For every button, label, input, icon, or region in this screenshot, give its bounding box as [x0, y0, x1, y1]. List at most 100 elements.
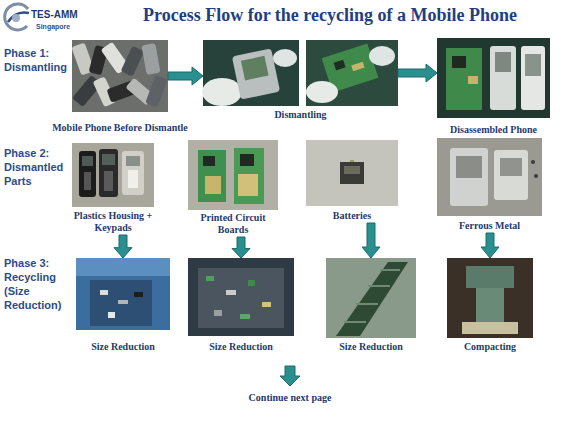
- photo-caption: Batteries: [333, 210, 371, 222]
- phone-pile-photo: [71, 40, 168, 112]
- conveyor-photo: [380, 269, 400, 271]
- ferrous-metal-photo: [500, 158, 522, 176]
- dismantling-photo: [241, 56, 269, 81]
- shredder-photo: [90, 280, 152, 326]
- photo-box: Size Reduction: [326, 258, 416, 338]
- conveyor-photo: [248, 280, 255, 286]
- conveyor-photo: [326, 258, 416, 338]
- photo-caption: Size Reduction: [209, 341, 273, 353]
- ferrous-metal-photo: [534, 174, 538, 178]
- flow-arrow: [398, 64, 437, 82]
- pcb-photo: [188, 140, 278, 210]
- shredder-photo: [100, 290, 108, 295]
- photo-caption: Mobile Phone Before Dismantle: [52, 122, 188, 134]
- disassembled-phone-photo: [446, 48, 482, 110]
- continue-note: Continue next page: [249, 391, 332, 404]
- continue-arrow: [280, 366, 300, 386]
- ferrous-metal-photo: [456, 156, 482, 178]
- plastics-photo: [82, 156, 93, 166]
- diagram-title: Process Flow for the recycling of a Mobi…: [143, 5, 517, 26]
- photo-box: Size Reduction: [76, 258, 170, 330]
- dismantling-photo: [369, 46, 395, 66]
- dismantling-photo: [306, 40, 398, 106]
- pcb-photo: [238, 174, 258, 196]
- shredder-photo: [76, 258, 170, 276]
- pcb-photo: [240, 154, 254, 166]
- conveyor-photo: [368, 285, 390, 287]
- plastics-photo: [128, 170, 138, 188]
- conveyor-photo: [214, 310, 222, 316]
- plastics-photo: [72, 143, 154, 207]
- photo-box: Batteries: [306, 140, 398, 206]
- shredder-photo: [134, 292, 143, 297]
- photo-box: Printed Circuit Boards: [188, 140, 278, 210]
- photo-caption: Size Reduction: [339, 341, 403, 353]
- photo-box: Size Reduction: [188, 258, 294, 336]
- phase-label: Phase 3: Recycling (Size Reduction): [4, 256, 72, 312]
- plastics-photo: [99, 149, 118, 197]
- flow-arrow: [362, 223, 380, 258]
- plastics-photo: [72, 143, 154, 207]
- compactor-photo: [447, 258, 533, 338]
- conveyor-photo: [188, 258, 294, 336]
- conveyor-photo: [336, 262, 408, 336]
- shredder-photo: [76, 258, 170, 330]
- conveyor-photo: [188, 258, 294, 336]
- company-logo: [5, 4, 29, 30]
- conveyor-photo: [198, 268, 284, 328]
- conveyor-photo: [344, 321, 366, 323]
- photo-box: Compacting: [447, 258, 533, 338]
- photo-caption: Printed Circuit Boards: [190, 212, 276, 236]
- ferrous-metal-photo: [437, 138, 542, 216]
- conveyor-photo: [206, 276, 214, 281]
- plastics-photo: [102, 154, 115, 165]
- conveyor-photo: [326, 258, 416, 338]
- battery-photo: [340, 162, 364, 184]
- ferrous-metal-photo: [437, 138, 542, 216]
- conveyor-photo: [262, 302, 271, 307]
- compactor-photo: [462, 322, 518, 334]
- logo-country: Singapore: [36, 22, 70, 31]
- pcb-photo: [234, 148, 264, 204]
- dismantling-photo: [273, 49, 297, 67]
- flow-arrow: [481, 233, 499, 258]
- dismantling-photo: [334, 60, 346, 71]
- conveyor-photo: [226, 290, 236, 295]
- pcb-photo: [203, 156, 215, 166]
- shredder-photo: [108, 312, 115, 318]
- phone-pile-photo: [145, 75, 167, 108]
- flow-arrow: [168, 67, 203, 85]
- plastics-photo: [104, 171, 113, 191]
- compactor-photo: [466, 266, 514, 288]
- ferrous-metal-photo: [494, 150, 528, 200]
- logo-name: TES-AMM: [31, 8, 78, 21]
- pcb-photo: [198, 150, 226, 202]
- photo-box: Plastics Housing + Keypads: [72, 143, 154, 207]
- battery-photo: [306, 140, 398, 206]
- disassembled-phone-photo: [437, 38, 550, 118]
- dismantling-photo: [202, 78, 242, 106]
- compactor-photo: [447, 258, 533, 338]
- dismantling-photo: [202, 40, 299, 106]
- photo-box: Ferrous Metal: [437, 138, 542, 216]
- disassembled-phone-photo: [452, 56, 466, 68]
- phone-pile-photo: [142, 43, 161, 75]
- disassembled-phone-photo: [437, 38, 550, 118]
- phase-label: Phase 2: Dismantled Parts: [4, 146, 70, 188]
- shredder-photo: [118, 300, 128, 304]
- disassembled-phone-photo: [525, 54, 541, 76]
- battery-photo: [306, 140, 398, 206]
- photo-caption: Size Reduction: [91, 341, 155, 353]
- dismantling-photo: [232, 48, 280, 99]
- phone-pile-photo: [72, 40, 168, 112]
- photo-caption: Plastics Housing + Keypads: [61, 210, 165, 234]
- shredder-photo: [76, 258, 170, 330]
- dismantling-photo: [203, 40, 299, 106]
- battery-photo: [350, 160, 354, 162]
- dismantling-photo: [351, 62, 364, 71]
- flow-arrow: [114, 235, 132, 258]
- photo-caption: Compacting: [464, 341, 516, 353]
- photo-caption: Ferrous Metal: [459, 220, 520, 232]
